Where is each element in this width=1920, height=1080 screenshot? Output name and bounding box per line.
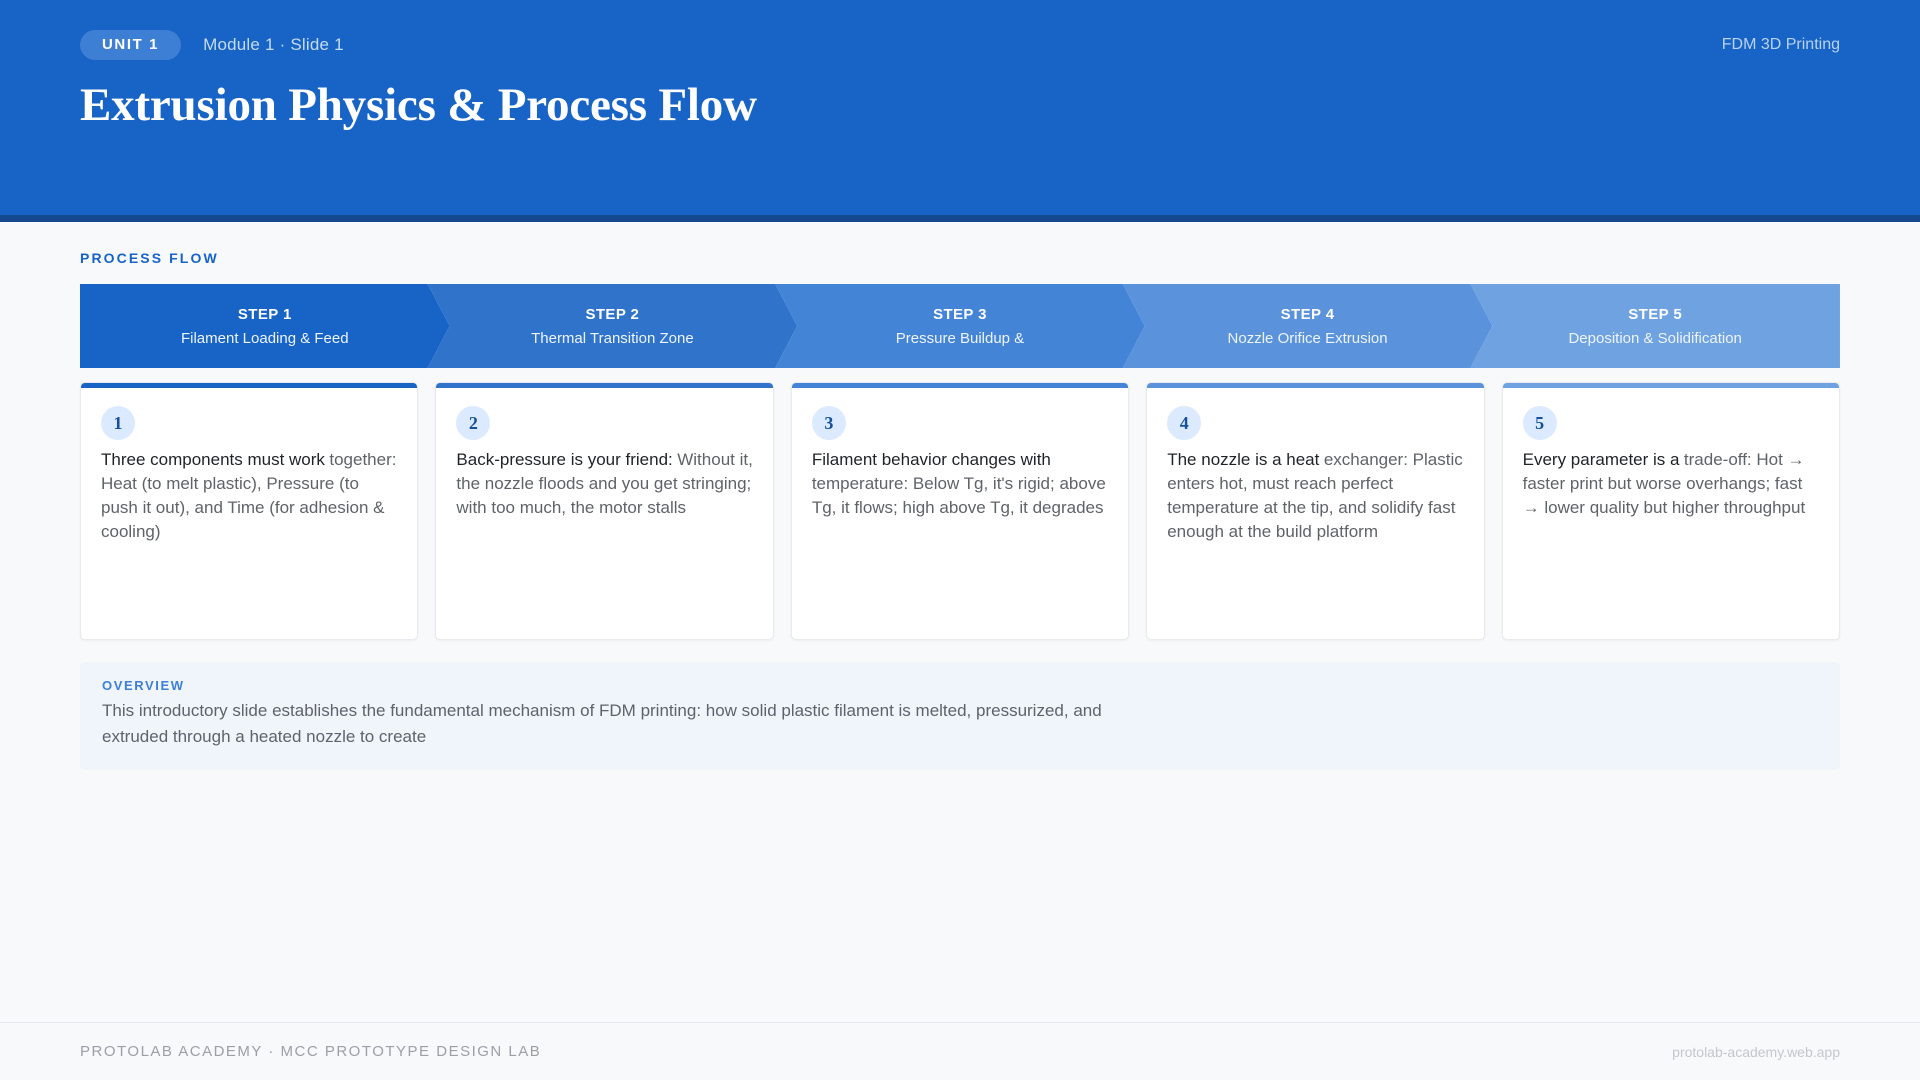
unit-badge: UNIT 1: [80, 30, 182, 60]
card-number-badge: 5: [1522, 406, 1557, 440]
process-step-subtitle: Thermal Transition Zone: [531, 329, 694, 347]
process-flow-chevrons: STEP 1 Filament Loading & Feed STEP 2 Therm…: [80, 284, 1840, 368]
process-step-title: STEP 2: [585, 305, 640, 323]
card-text-rest: Without it, the nozzle floods and you ge…: [456, 450, 753, 518]
header-meta-row: UNIT 1 Module 1 · Slide 1 FDM 3D Printin…: [80, 28, 1840, 62]
card-accent-bar: [81, 383, 418, 388]
process-step-title: STEP 4: [1280, 305, 1335, 323]
card-accent-bar: [1502, 383, 1840, 388]
card-text: The nozzle is a heat exchanger: Plastic …: [1167, 448, 1463, 545]
card-text-lead: Every parameter is a: [1522, 450, 1680, 469]
card-text-lead: The nozzle is a heat: [1167, 450, 1320, 469]
card-accent-bar: [436, 383, 773, 388]
card-text-lead: Three components must work: [101, 450, 325, 469]
process-step-3[interactable]: STEP 3 Pressure Buildup &: [775, 284, 1145, 368]
process-step-4[interactable]: STEP 4 Nozzle Orifice Extrusion: [1123, 284, 1493, 368]
slide-body: PROCESS FLOW STEP 1 Filament Loading & Fe…: [0, 222, 1920, 1022]
card-accent-bar: [1147, 383, 1484, 388]
card-accent-bar: [791, 383, 1129, 388]
card-text-lead: Filament behavior changes with: [811, 450, 1051, 469]
overview-text: This introductory slide establishes the …: [102, 701, 1102, 746]
process-step-title: STEP 5: [1628, 305, 1683, 323]
process-step-subtitle: Deposition & Solidification: [1568, 329, 1742, 347]
card-number-badge: 2: [456, 406, 491, 440]
page-title: Extrusion Physics & Process Flow: [80, 79, 757, 131]
process-step-subtitle: Nozzle Orifice Extrusion: [1227, 329, 1388, 347]
card-text: Filament behavior changes with temperatu…: [812, 448, 1108, 520]
card-text: Every parameter is a trade-off: Hot → fa…: [1523, 448, 1819, 520]
process-step-title: STEP 1: [237, 305, 292, 323]
header-accent-bar: [0, 215, 1920, 222]
card-text-rest: trade-off: Hot → faster print but worse …: [1522, 450, 1806, 518]
card-text-lead: Back-pressure is your friend:: [456, 450, 673, 469]
card-number-badge: 1: [101, 406, 135, 440]
header-topic-label: FDM 3D Printing: [1721, 36, 1840, 53]
card-text-rest: together: Heat (to melt plastic), Pressu…: [101, 450, 397, 542]
card-text-rest: exchanger: Plastic enters hot, must reac…: [1167, 450, 1463, 542]
overview-panel: OVERVIEW This introductory slide establi…: [80, 662, 1840, 770]
process-flow-label: PROCESS FLOW: [80, 250, 219, 266]
process-step-1[interactable]: STEP 1 Filament Loading & Feed: [80, 284, 450, 368]
footer-org-label: PROTOLAB ACADEMY · MCC PROTOTYPE DESIGN …: [80, 1043, 542, 1060]
process-step-2[interactable]: STEP 2 Thermal Transition Zone: [428, 284, 798, 368]
process-step-title: STEP 3: [933, 305, 987, 323]
footer-url-label: protolab-academy.web.app: [1672, 1043, 1840, 1060]
slide-footer: PROTOLAB ACADEMY · MCC PROTOTYPE DESIGN …: [0, 1022, 1920, 1080]
overview-label: OVERVIEW: [102, 678, 185, 693]
process-step-subtitle: Filament Loading & Feed: [180, 329, 349, 347]
card-text: Three components must work together: Hea…: [101, 448, 397, 545]
process-step-subtitle: Pressure Buildup &: [895, 329, 1025, 347]
breadcrumb: Module 1 · Slide 1: [203, 35, 344, 54]
card-text: Back-pressure is your friend: Without it…: [456, 448, 752, 520]
card-text-rest: temperature: Below Tg, it's rigid; above…: [811, 474, 1106, 518]
card-number-badge: 3: [811, 406, 846, 440]
card-number-badge: 4: [1167, 406, 1202, 440]
process-step-5[interactable]: STEP 5 Deposition & Solidification: [1470, 284, 1840, 368]
slide-header: UNIT 1 Module 1 · Slide 1 FDM 3D Printin…: [0, 0, 1920, 222]
